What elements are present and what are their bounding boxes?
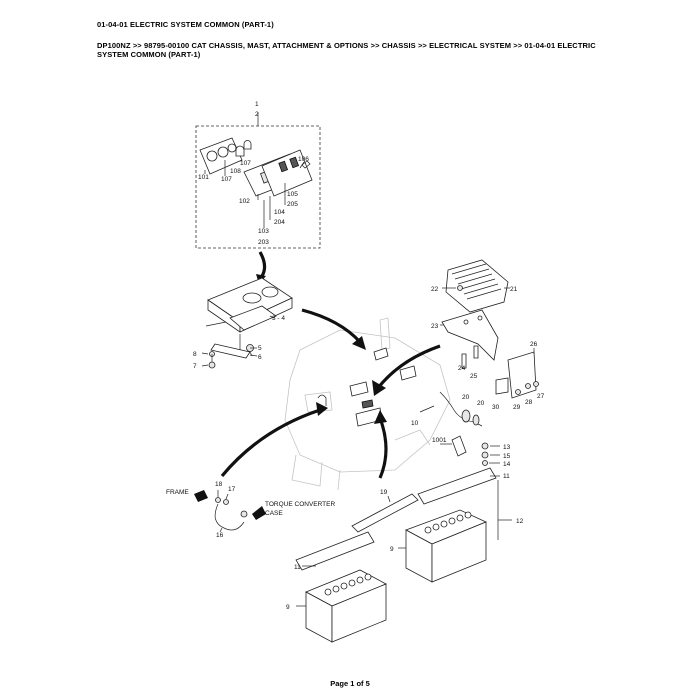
callout-numbers: 1 2 101 107 107 108 102 106 105 205 104 …: [166, 101, 545, 611]
flow-arrow: [258, 251, 267, 277]
callout-3-4: 3 - 4: [272, 315, 285, 322]
page-footer: Page 1 of 5: [330, 679, 370, 688]
callout-7: 7: [193, 363, 197, 370]
callout-1001: 1001: [432, 437, 447, 444]
gauge-cluster-part: [199, 137, 252, 175]
callout-101: 101: [198, 174, 209, 181]
callout-30: 30: [492, 404, 500, 411]
callout-27: 27: [537, 393, 545, 400]
callout-22: 22: [431, 286, 439, 293]
callout-107: 107: [221, 176, 232, 183]
hold-down-bar-part: [351, 493, 419, 533]
callout-6: 6: [258, 354, 262, 361]
callout-9: 9: [286, 604, 290, 611]
callout-1: 1: [255, 101, 259, 108]
callout-leaders: [201, 287, 535, 607]
callout-20: 20: [477, 400, 485, 407]
callout-106: 106: [298, 156, 309, 163]
callout-17: 17: [228, 486, 236, 493]
callout-10: 10: [411, 420, 419, 427]
callout-107: 107: [240, 160, 251, 167]
chassis-ghost-outline: [284, 317, 451, 491]
battery-cable-part: [419, 391, 500, 466]
arrow-head: [352, 336, 366, 350]
callout-25: 25: [470, 373, 478, 380]
callout-102: 102: [239, 198, 250, 205]
torque-converter-case-label: CASE: [265, 510, 283, 517]
callout-14: 14: [503, 461, 511, 468]
flow-arrow: [220, 408, 321, 478]
callout-24: 24: [458, 365, 466, 372]
callout-11: 11: [294, 564, 301, 571]
callout-20: 20: [462, 394, 470, 401]
controller-part: [445, 259, 509, 313]
callout-15: 15: [503, 453, 511, 460]
callout-16: 16: [216, 532, 224, 539]
callout-11: 11: [503, 473, 510, 480]
torque-converter-label: TORQUE CONVERTER: [265, 501, 335, 508]
callout-204: 204: [274, 219, 285, 226]
arrow-head: [372, 380, 386, 396]
mounting-bracket-part: [208, 334, 254, 369]
callout-9: 9: [390, 546, 394, 553]
callout-105: 105: [287, 191, 298, 198]
battery-part: [305, 569, 387, 643]
arrow-head: [374, 410, 387, 424]
callout-104: 104: [274, 209, 285, 216]
callout-18: 18: [215, 481, 223, 488]
frame-label: FRAME: [166, 489, 189, 496]
callout-205: 205: [287, 201, 298, 208]
battery-part: [405, 509, 488, 583]
ground-cable-part: [214, 490, 248, 533]
callout-8: 8: [193, 351, 197, 358]
flow-arrow: [301, 308, 362, 344]
small-fasteners: [461, 345, 539, 399]
gauge-leader-lines: [204, 160, 305, 228]
callout-108: 108: [230, 168, 241, 175]
document-title: 01-04-01 ELECTRIC SYSTEM COMMON (PART-1): [97, 20, 274, 29]
callout-2: 2: [255, 111, 259, 118]
bezel-part: [261, 149, 313, 197]
converter-direction-arrow: [252, 506, 266, 520]
callout-19: 19: [380, 489, 388, 496]
battery-tray-part: [295, 467, 497, 571]
callout-26: 26: [530, 341, 538, 348]
callout-5: 5: [258, 345, 262, 352]
callout-28: 28: [525, 399, 533, 406]
frame-direction-arrow: [194, 490, 208, 502]
flow-arrow: [376, 344, 441, 389]
callout-103: 103: [258, 228, 269, 235]
flow-arrow: [378, 417, 388, 479]
callout-13: 13: [503, 444, 511, 451]
breadcrumb: DP100NZ >> 98795-00100 CAT CHASSIS, MAST…: [97, 41, 596, 59]
callout-12: 12: [516, 518, 524, 525]
gauge-housing-part: [205, 277, 293, 333]
callout-21: 21: [510, 286, 518, 293]
controller-bracket-part: [441, 309, 499, 361]
callout-23: 23: [431, 323, 439, 330]
chassis-mounted-parts: [317, 347, 417, 427]
callout-203: 203: [258, 239, 269, 246]
callout-29: 29: [513, 404, 521, 411]
arrow-head: [316, 402, 328, 416]
